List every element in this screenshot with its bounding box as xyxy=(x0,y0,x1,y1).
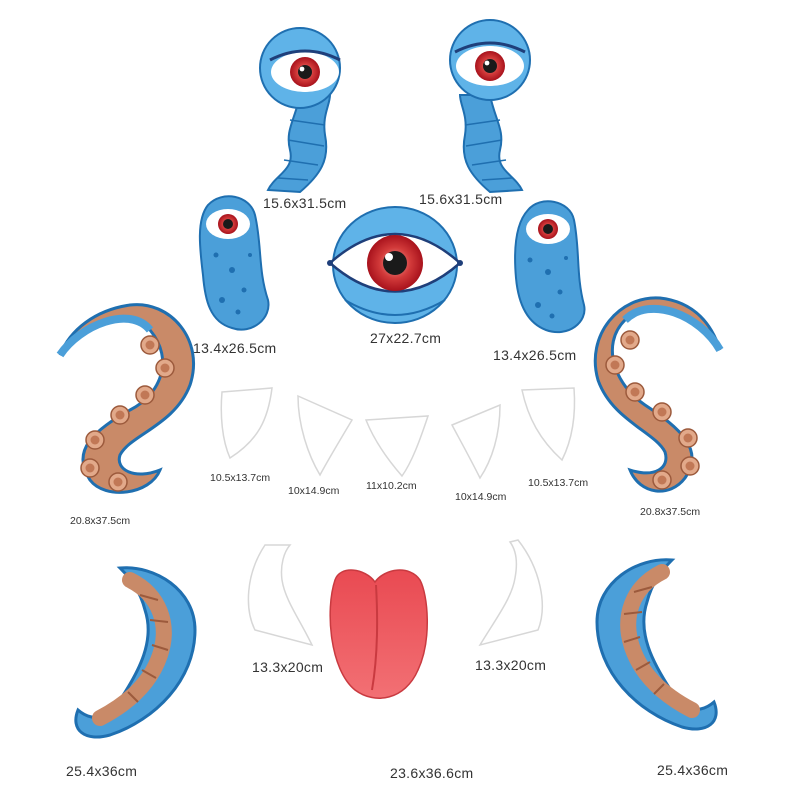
label-fang-left: 13.3x20cm xyxy=(252,659,324,675)
label-tooth-1: 10.5x13.7cm xyxy=(210,472,271,484)
label-cucumber-right: 13.4x26.5cm xyxy=(493,347,577,363)
label-tooth-5: 10.5x13.7cm xyxy=(528,477,589,489)
label-tongue: 23.6x36.6cm xyxy=(390,765,474,781)
label-tentacle-lower-right: 25.4x36cm xyxy=(657,762,729,778)
eyestalk-sticker-left xyxy=(259,27,341,194)
label-tooth-3: 11x10.2cm xyxy=(366,480,417,492)
label-tooth-4: 10x14.9cm xyxy=(455,491,507,503)
label-eyestalk-left: 15.6x31.5cm xyxy=(263,195,347,211)
tooth-sticker-1 xyxy=(220,387,273,460)
label-tentacle-lower-left: 25.4x36cm xyxy=(66,763,138,779)
label-tooth-2: 10x14.9cm xyxy=(288,485,340,497)
tooth-sticker-5 xyxy=(521,387,576,462)
label-big-eye: 27x22.7cm xyxy=(370,330,442,346)
cucumber-eye-sticker-left xyxy=(198,195,270,331)
tentacle-sticker-upper-left xyxy=(56,303,196,494)
label-cucumber-left: 13.4x26.5cm xyxy=(193,340,277,356)
big-eye-sticker xyxy=(327,206,463,324)
tentacle-sticker-lower-right xyxy=(595,558,718,731)
label-tentacle-upper-left: 20.8x37.5cm xyxy=(70,515,131,527)
tooth-sticker-4 xyxy=(450,403,501,480)
tooth-sticker-2 xyxy=(297,394,354,477)
label-fang-right: 13.3x20cm xyxy=(475,657,547,673)
eyestalk-sticker-right xyxy=(449,19,531,194)
tentacle-sticker-lower-left xyxy=(74,566,197,739)
cucumber-eye-sticker-right xyxy=(514,200,586,334)
tooth-sticker-3 xyxy=(364,415,430,478)
fang-sticker-left xyxy=(247,544,314,647)
fang-sticker-right xyxy=(478,539,543,647)
tentacle-sticker-upper-right xyxy=(593,296,724,493)
tongue-sticker xyxy=(329,569,428,699)
label-eyestalk-right: 15.6x31.5cm xyxy=(419,191,503,207)
label-tentacle-upper-right: 20.8x37.5cm xyxy=(640,506,701,518)
